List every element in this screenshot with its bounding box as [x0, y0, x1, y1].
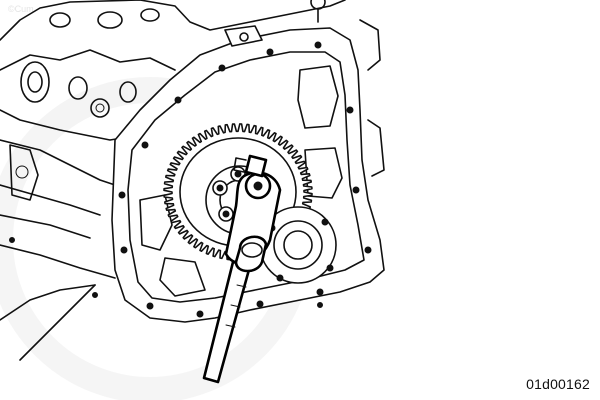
ratchet-wrench-tool	[202, 154, 282, 384]
watermark-text: ©Cum	[8, 4, 34, 14]
figure-id-label: 01d00162	[526, 376, 590, 392]
pump-drive-flange	[259, 206, 337, 284]
housing-edge-fitting	[317, 19, 385, 308]
engine-block	[0, 0, 346, 361]
